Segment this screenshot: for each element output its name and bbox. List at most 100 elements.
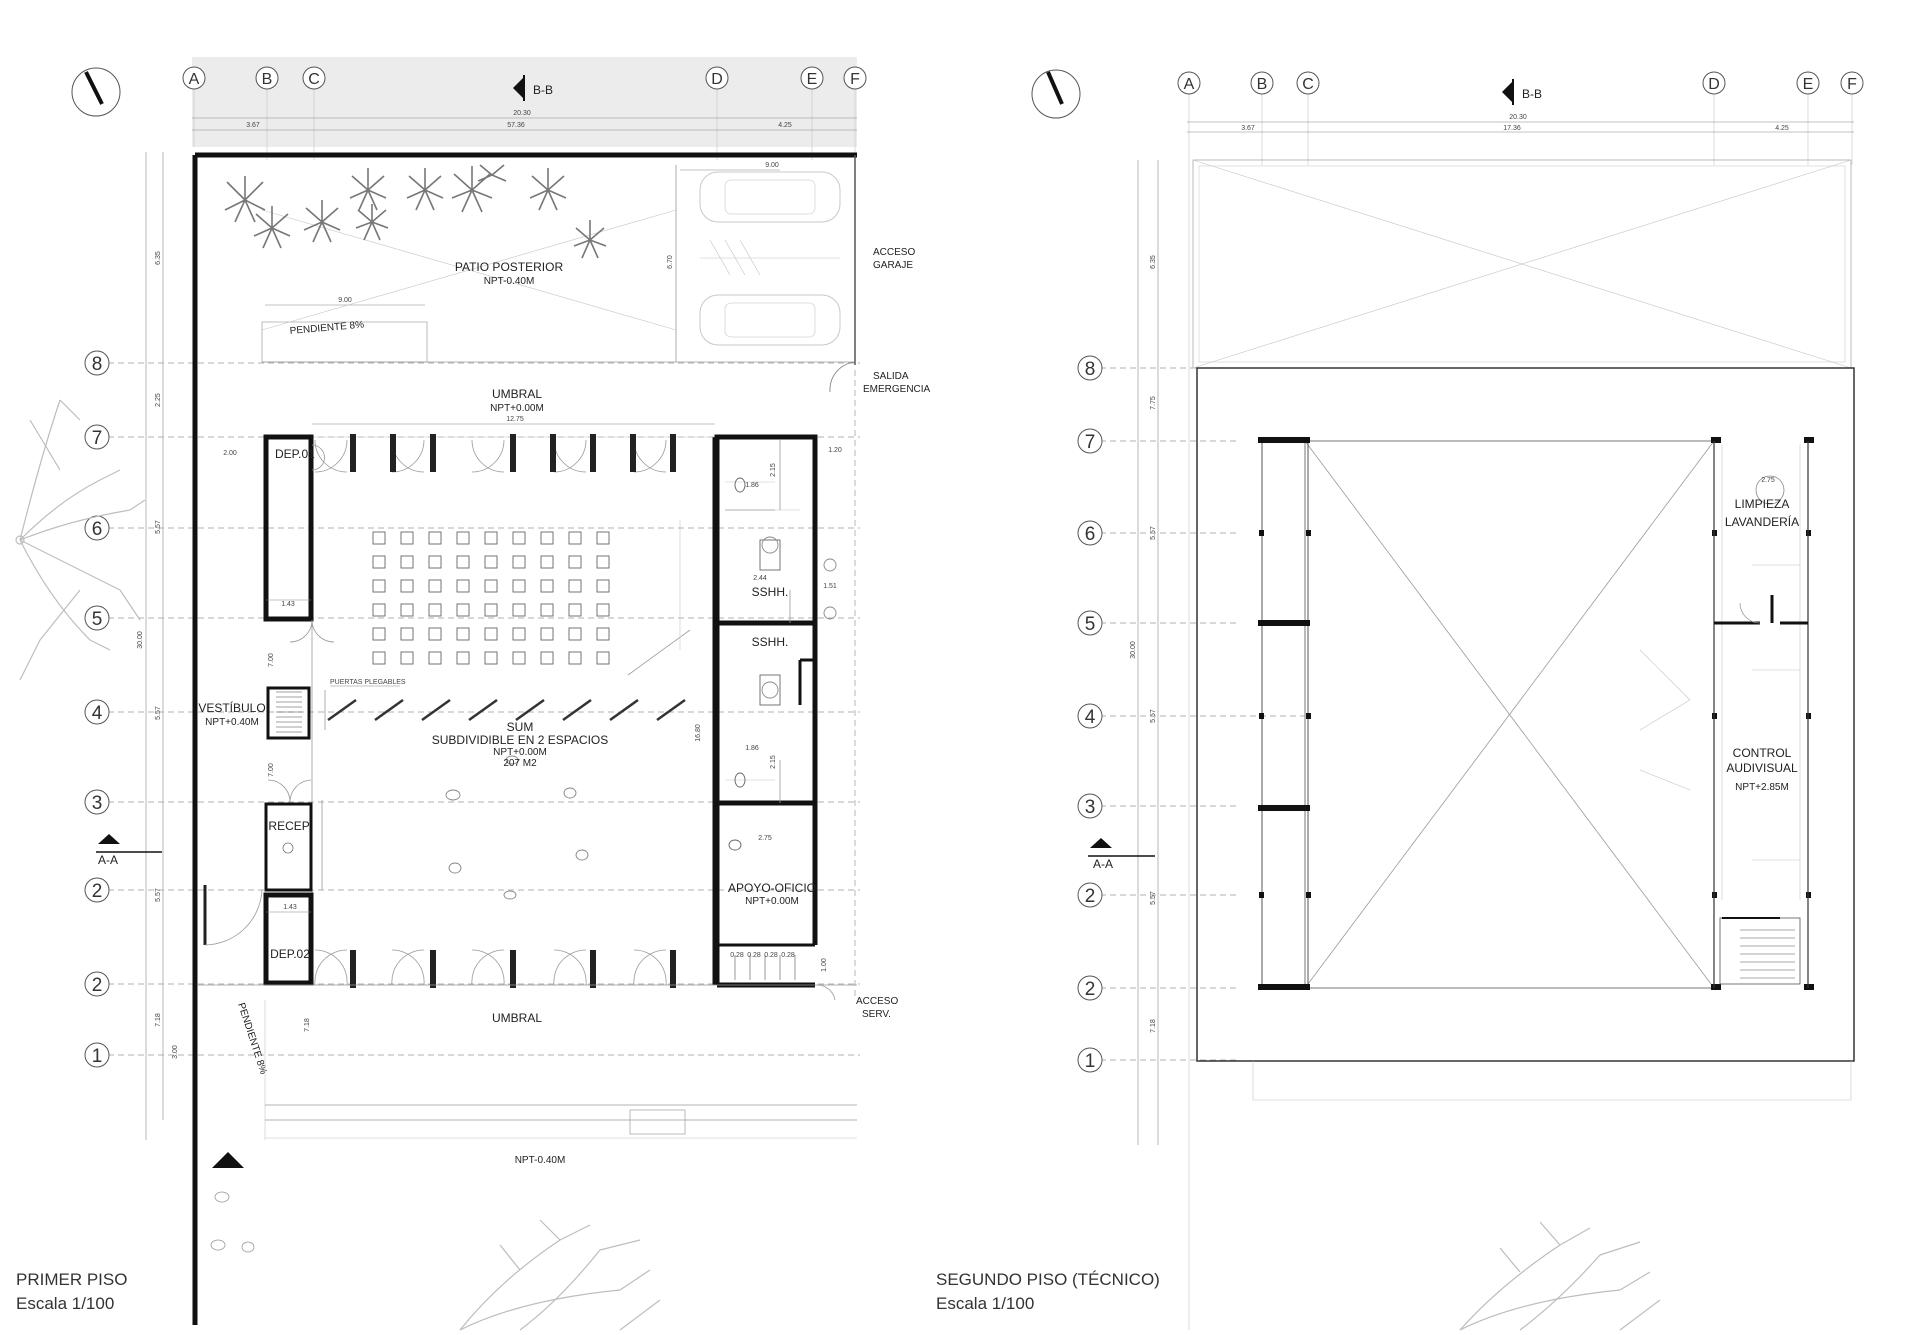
dim-label: 1.43 bbox=[281, 601, 295, 608]
person-icon bbox=[210, 1191, 255, 1253]
grid-col-bubble: B bbox=[1250, 71, 1274, 95]
dim-label: 6.35 bbox=[1150, 255, 1157, 269]
north-arrow-icon bbox=[71, 67, 121, 117]
grid-col-label: C bbox=[1302, 76, 1314, 93]
plan-title: PRIMER PISO bbox=[16, 1270, 127, 1289]
grid-col-label: D bbox=[1708, 76, 1720, 93]
dim-label: 3.00 bbox=[172, 1045, 179, 1059]
plan-segundo-piso: A B C D E F B-B 20.30 3.67 17.36 4.25 30… bbox=[936, 69, 1864, 1331]
room-dep01: DEP.01 1.43 2.00 bbox=[223, 434, 335, 643]
plan-title: SEGUNDO PISO (TÉCNICO) bbox=[936, 1270, 1160, 1289]
grid-col-bubble: F bbox=[1840, 71, 1864, 95]
dim-label: 30.00 bbox=[137, 631, 144, 649]
dim-label: 4.25 bbox=[778, 122, 792, 129]
sum-hall: PUERTAS PLEGABLES SUM SUBDIVIDIBLE EN 2 … bbox=[311, 434, 718, 988]
grid-col-label: E bbox=[807, 71, 818, 88]
grid-col-bubble: D bbox=[1702, 71, 1726, 95]
grid-col-bubble: F bbox=[843, 66, 867, 90]
room-npt: NPT-0.40M bbox=[484, 276, 535, 287]
dim-label: 0.28 bbox=[781, 952, 795, 959]
plan-scale: Escala 1/100 bbox=[936, 1294, 1034, 1313]
room-label: AUDIVISUAL bbox=[1726, 761, 1798, 775]
dim-label: 5.57 bbox=[155, 706, 162, 720]
grid-col-label: A bbox=[1184, 76, 1195, 93]
grid-row-bubble: 1 bbox=[1077, 1047, 1103, 1073]
tree-icon bbox=[224, 164, 607, 259]
technical-floor-outline bbox=[1196, 367, 1855, 1062]
grid-col-label: B bbox=[262, 71, 273, 88]
grid-row-label: 5 bbox=[92, 609, 103, 630]
dim-label: 1.00 bbox=[821, 958, 828, 972]
label-salida-emergencia: SALIDA bbox=[873, 371, 909, 382]
door-leaf bbox=[350, 434, 676, 472]
room-label: LAVANDERÍA bbox=[1725, 514, 1799, 529]
grid-row-label: 8 bbox=[1085, 359, 1096, 380]
section-label: A-A bbox=[1093, 857, 1113, 871]
room-dep02: 1.43 DEP.02 bbox=[203, 885, 314, 986]
grid-row-bubble: 3 bbox=[84, 789, 110, 815]
grid-row-label: 2 bbox=[1085, 979, 1096, 1000]
top-band bbox=[192, 57, 857, 147]
room-label-sum: SUM bbox=[507, 720, 534, 734]
grid-row-bubble: 8 bbox=[1077, 355, 1103, 381]
dim-label: 0.28 bbox=[747, 952, 761, 959]
dim-label: 0.28 bbox=[730, 952, 744, 959]
dim-label: 12.75 bbox=[506, 416, 524, 423]
grid-row-label: 8 bbox=[92, 354, 103, 375]
dim-label: 9.00 bbox=[338, 297, 352, 304]
grid-row-bubble: 2 bbox=[84, 971, 110, 997]
plan-scale: Escala 1/100 bbox=[16, 1294, 114, 1313]
dim-label: 2.75 bbox=[758, 835, 772, 842]
dim-label: 1.86 bbox=[745, 482, 759, 489]
grid-col-label: F bbox=[850, 71, 860, 88]
door-arc-icon bbox=[314, 439, 667, 473]
grid-row-bubble: 6 bbox=[84, 515, 110, 541]
entry-arrow-icon bbox=[212, 1152, 244, 1168]
dim-label: 2.15 bbox=[770, 463, 777, 477]
label-puertas-plegables: PUERTAS PLEGABLES bbox=[330, 679, 406, 686]
label-salida-emergencia: EMERGENCIA bbox=[863, 384, 931, 395]
grid-row-label: 6 bbox=[1085, 524, 1096, 545]
grid-col-bubble: E bbox=[1796, 71, 1820, 95]
room-label: CONTROL bbox=[1733, 746, 1792, 760]
dim-label: 1.86 bbox=[745, 745, 759, 752]
grid-row-label: 4 bbox=[92, 703, 103, 724]
grid-row-bubble: 4 bbox=[1077, 703, 1103, 729]
room-label: DEP.02 bbox=[270, 947, 310, 961]
folding-partition bbox=[327, 698, 686, 722]
grid-row-label: 4 bbox=[1085, 707, 1096, 728]
section-label: B-B bbox=[533, 83, 553, 97]
dim-label: 2.15 bbox=[770, 755, 777, 769]
room-label: APOYO-OFICIO bbox=[728, 881, 816, 895]
grid-row-label: 3 bbox=[92, 793, 103, 814]
plan-primer-piso: A B C D E F B-B 20.30 3.67 57.36 4.25 30… bbox=[15, 57, 931, 1331]
room-npt: NPT+0.00M bbox=[745, 896, 799, 907]
left-dimensions: 30.00 6.35 7.75 5.57 5.57 5.57 7.18 bbox=[1130, 160, 1159, 1145]
grid-row-label: 5 bbox=[1085, 614, 1096, 635]
slope-label: PENDIENTE 8% bbox=[235, 1002, 269, 1076]
label-acceso-serv: SERV. bbox=[862, 1009, 891, 1020]
grid-col-label: C bbox=[308, 71, 320, 88]
dim-label: 20.30 bbox=[1509, 114, 1527, 121]
grid-columns: A B C D E F bbox=[1177, 71, 1864, 1330]
patio-area: PATIO POSTERIOR NPT-0.40M PENDIENTE 8% A… bbox=[224, 162, 931, 395]
room-npt: NPT+2.85M bbox=[1735, 782, 1789, 793]
grid-col-bubble: A bbox=[1177, 71, 1201, 95]
dim-label: 5.57 bbox=[155, 888, 162, 902]
label-acceso-garaje: GARAJE bbox=[873, 260, 913, 271]
dim-label: 5.57 bbox=[1150, 891, 1157, 905]
dim-label: 7.75 bbox=[1150, 396, 1157, 410]
dim-label: 7.00 bbox=[268, 653, 275, 667]
service-block: SSHH. SSHH. APOYO-OFICIO NPT+0.00M 1.20 … bbox=[714, 434, 842, 1001]
car-icon bbox=[699, 171, 841, 223]
grid-columns: A B C D E F bbox=[182, 66, 867, 160]
dim-label: 6.35 bbox=[155, 251, 162, 265]
grid-row-label: 2 bbox=[92, 975, 103, 996]
tree-icon bbox=[15, 399, 146, 681]
dim-label: 6.70 bbox=[667, 255, 674, 269]
grid-row-label: 2 bbox=[92, 881, 103, 902]
dim-label: 3.67 bbox=[246, 122, 260, 129]
grid-row-label: 7 bbox=[1085, 432, 1096, 453]
seating-grid bbox=[372, 531, 610, 665]
section-marker-aa: A-A bbox=[1088, 838, 1155, 871]
